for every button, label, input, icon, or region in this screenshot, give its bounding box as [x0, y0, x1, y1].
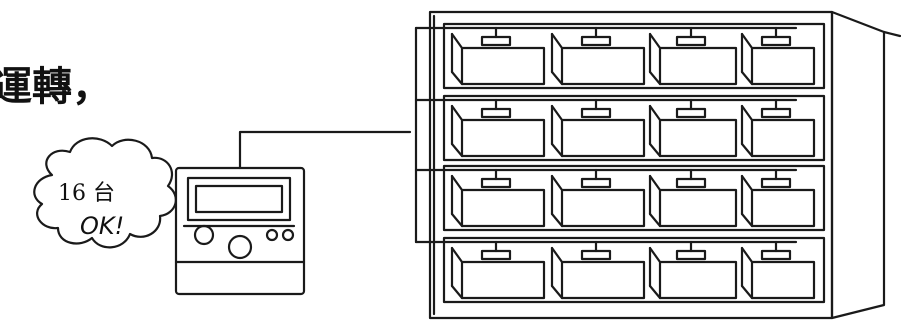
battery-edge — [550, 212, 564, 228]
battery-edge — [550, 142, 564, 158]
battery-edge — [740, 142, 754, 158]
battery-terminal — [675, 35, 707, 47]
battery-rack — [428, 10, 901, 320]
monitor-button — [281, 228, 295, 242]
battery-terminal — [480, 107, 512, 119]
battery-unit — [550, 174, 646, 228]
battery-edge — [450, 70, 464, 86]
monitor-cable — [238, 130, 412, 170]
battery-edge — [648, 284, 662, 300]
battery-terminal — [675, 249, 707, 261]
rack-door — [830, 10, 886, 320]
monitor-button — [265, 228, 279, 242]
battery-edge — [740, 284, 754, 300]
battery-unit — [648, 32, 738, 86]
battery-unit — [550, 104, 646, 158]
battery-edge — [450, 212, 464, 228]
battery-unit — [550, 32, 646, 86]
speech-bubble — [33, 137, 177, 249]
rack-shelf — [442, 236, 826, 304]
battery-edge — [740, 70, 754, 86]
battery-terminal — [760, 249, 792, 261]
battery-unit — [450, 174, 546, 228]
battery-edge — [550, 284, 564, 300]
battery-terminal — [675, 177, 707, 189]
battery-unit — [740, 32, 816, 86]
battery-unit — [648, 246, 738, 300]
rack-shelf — [442, 22, 826, 90]
rack-shelf — [442, 164, 826, 232]
battery-unit — [740, 174, 816, 228]
battery-unit — [450, 104, 546, 158]
monitor-device — [174, 166, 306, 296]
battery-edge — [550, 70, 564, 86]
battery-edge — [740, 212, 754, 228]
battery-terminal — [760, 177, 792, 189]
battery-unit — [740, 104, 816, 158]
battery-unit — [450, 32, 546, 86]
battery-terminal — [480, 35, 512, 47]
battery-terminal — [760, 107, 792, 119]
battery-unit — [450, 246, 546, 300]
battery-unit — [648, 174, 738, 228]
battery-terminal — [580, 35, 612, 47]
battery-terminal — [760, 35, 792, 47]
battery-terminal — [580, 107, 612, 119]
battery-edge — [450, 284, 464, 300]
monitor-knob — [193, 224, 215, 246]
battery-unit — [740, 246, 816, 300]
battery-unit — [648, 104, 738, 158]
battery-unit — [550, 246, 646, 300]
battery-terminal — [580, 177, 612, 189]
monitor-dial — [227, 234, 253, 260]
battery-edge — [450, 142, 464, 158]
battery-terminal — [580, 249, 612, 261]
battery-terminal — [480, 249, 512, 261]
battery-terminal — [675, 107, 707, 119]
monitor-display — [186, 176, 292, 222]
battery-edge — [648, 142, 662, 158]
bubble-count-text: 16 台 — [58, 181, 115, 206]
battery-edge — [648, 212, 662, 228]
bubble-ok-text: OK! — [80, 212, 124, 240]
rack-shelf — [442, 94, 826, 162]
caption-text: 運轉， — [0, 64, 112, 110]
battery-terminal — [480, 177, 512, 189]
battery-edge — [648, 70, 662, 86]
